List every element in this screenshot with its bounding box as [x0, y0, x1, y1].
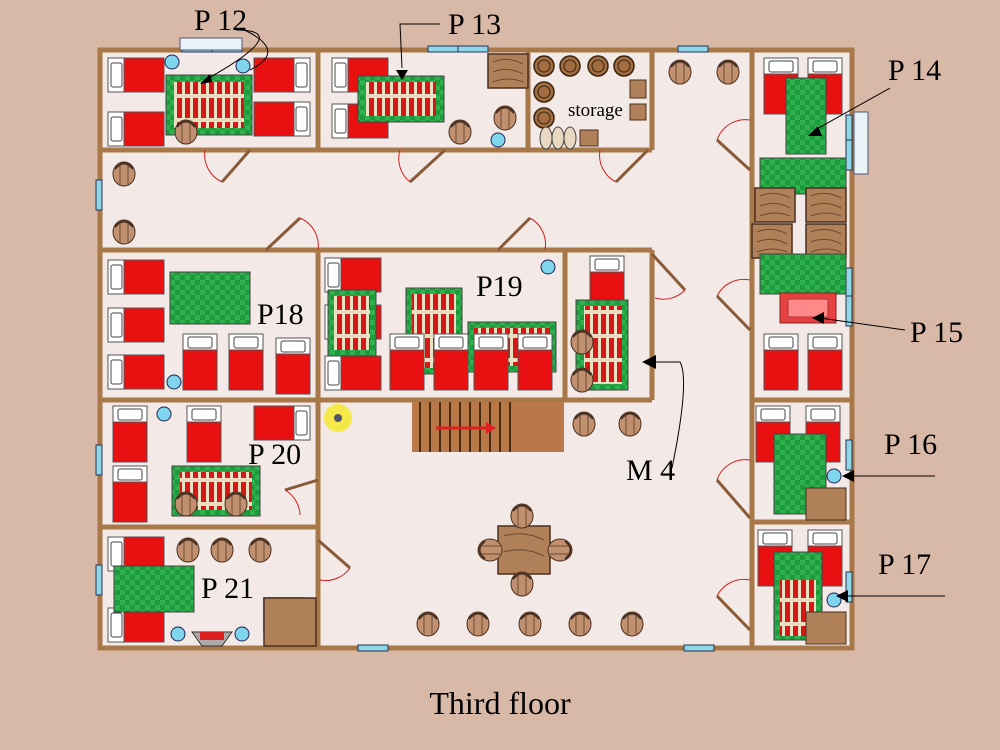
label-p16: P 16	[884, 428, 937, 461]
room-p19	[324, 257, 557, 391]
label-p14: P 14	[888, 54, 941, 87]
label-p15: P 15	[910, 316, 963, 349]
label-p19: P19	[476, 270, 523, 303]
label-p21: P 21	[201, 572, 254, 605]
room-p14-p15	[751, 57, 847, 391]
room-p12	[107, 54, 311, 147]
label-p18: P18	[257, 298, 304, 331]
hall-dining-table	[477, 503, 573, 597]
label-m4: M 4	[626, 454, 675, 487]
doors	[220, 138, 752, 632]
room-p18	[107, 259, 311, 395]
staircase	[412, 402, 564, 452]
room-p21	[107, 536, 317, 647]
floor-caption: Third floor	[429, 685, 571, 721]
room-p13	[331, 53, 529, 148]
room-p16	[755, 405, 847, 521]
walls	[97, 47, 855, 651]
label-storage: storage	[568, 100, 623, 121]
room-m4	[570, 255, 629, 393]
label-p17: P 17	[878, 548, 931, 581]
storage-room	[533, 55, 647, 150]
label-p20: P 20	[248, 438, 301, 471]
room-p20	[112, 405, 311, 523]
room-p17	[757, 529, 847, 645]
label-leader-lines	[204, 23, 945, 597]
label-p12: P 12	[194, 4, 247, 37]
label-p13: P 13	[448, 8, 501, 41]
